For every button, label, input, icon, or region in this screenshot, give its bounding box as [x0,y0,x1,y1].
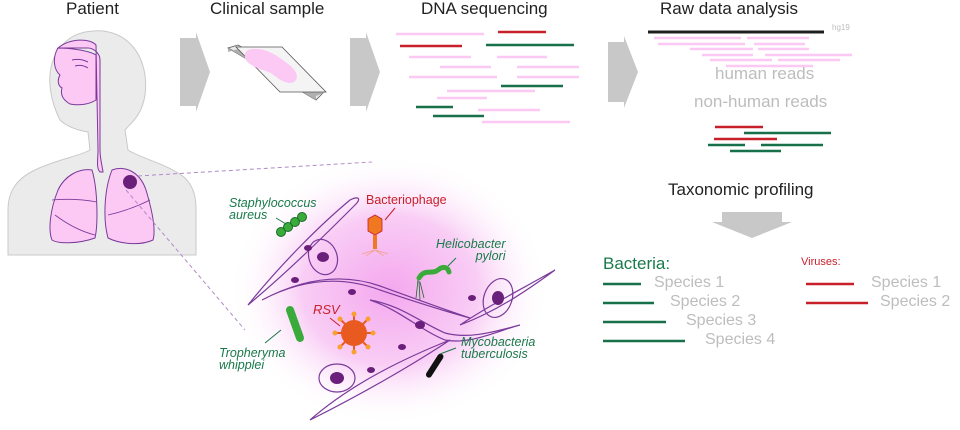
rsv-label: RSV [313,302,340,317]
arrow-sequencing-to-analysis [608,36,638,108]
left-lung [49,169,98,244]
virus-species-2: Species 2 [880,293,951,310]
tissue-cell [482,278,514,318]
nucleus [304,245,312,251]
bacteria-species-3: Species 3 [686,312,757,329]
nucleus [468,295,476,301]
nucleus [367,367,375,373]
right-lung [104,167,155,245]
tropheryma-illustration [264,306,304,344]
helicobacter-illustration [415,257,457,301]
mouth-lines [71,58,89,69]
alignment-view [648,30,852,153]
bacteria-species-1: Species 1 [654,274,725,291]
viruses-heading: Viruses: [801,256,841,268]
tissue-cell [307,238,339,276]
tissue-cell [459,269,556,326]
nucleus [291,277,299,283]
tissue-cell [309,339,451,421]
patient-illustration [7,30,373,331]
mycobacteria-illustration [425,347,457,378]
sample-slide-icon [227,44,327,101]
tissue-closeup [230,155,556,425]
non-human-reads-label: non-human reads [694,92,828,111]
staphylococcus-illustration [276,212,307,237]
virus-species-1: Species 1 [871,274,942,291]
step-title-patient: Patient [66,0,119,18]
step-title-raw-data-analysis: Raw data analysis [660,0,798,18]
step-title-dna-sequencing: DNA sequencing [421,0,548,18]
mycobacteria-label: Mycobacteria tuberculosis [461,335,536,361]
bacteria-heading: Bacteria: [603,254,671,273]
bacteria-species-4: Species 4 [705,331,776,348]
nucleus [398,344,406,350]
nucleus [330,372,344,384]
bacteria-species-2: Species 2 [670,293,741,310]
tissue-cell [318,363,356,393]
nucleus [415,321,425,329]
bacteriophage-illustration [361,207,396,257]
arrow-taxonomic-profiling [712,212,792,238]
human-reads-label: human reads [715,64,815,83]
airway [53,39,104,173]
bacteriophage-label: Bacteriophage [366,193,447,207]
nucleus [348,289,356,295]
arrow-patient-to-sample [180,32,210,112]
nucleus [317,252,329,262]
tropheryma-label: Tropheryma whipplei [219,346,286,372]
sequencing-reads [396,30,579,124]
lesion-marker [123,175,137,189]
reference-genome-label: hg19 [832,23,850,32]
step-title-clinical-sample: Clinical sample [210,0,325,18]
rsv-illustration [329,311,376,355]
tissue-cell [247,197,360,306]
nucleus [492,291,504,305]
arrow-sample-to-sequencing [350,32,380,112]
body-silhouette [7,30,197,256]
helicobacter-label: Helicobacter pylori [436,237,506,263]
step-title-taxonomic-profiling: Taxonomic profiling [668,180,814,199]
staphylococcus-label: Staphylococcus aureus [229,196,317,222]
profiling-bars [603,282,868,343]
